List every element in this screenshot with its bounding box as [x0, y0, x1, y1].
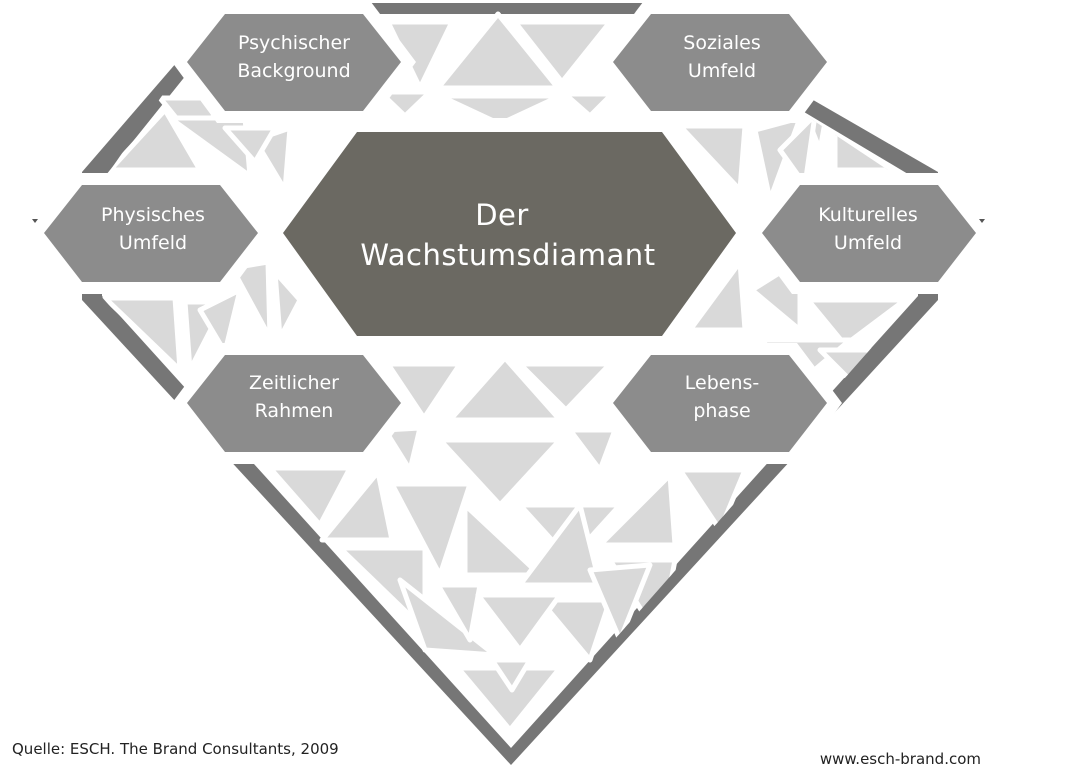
facet-triangle: [517, 502, 603, 588]
center-title-line1: Der: [475, 198, 529, 232]
facet-triangle: [102, 295, 183, 373]
facet-triangle: [267, 465, 353, 528]
facet-triangle: [462, 502, 543, 578]
website-url: www.esch-brand.com: [819, 750, 981, 768]
facet-triangle: [489, 657, 533, 693]
facet-triangle: [337, 545, 428, 633]
factor-kulturelles-umfeld: Kulturelles Umfeld: [762, 185, 976, 282]
facet-triangle: [677, 467, 748, 533]
facet-triangle: [447, 355, 563, 423]
facet-triangle: [435, 582, 483, 643]
factor-physisches-umfeld: Physisches Umfeld: [44, 185, 258, 282]
factor-label-line2: phase: [693, 400, 750, 422]
facet-triangle: [107, 107, 203, 173]
facet-triangle: [805, 297, 908, 348]
facet-triangle: [517, 361, 613, 413]
factor-label-line2: Rahmen: [255, 400, 334, 422]
facet-triangle: [587, 562, 653, 643]
facet-triangle: [537, 597, 613, 663]
facet-triangle: [777, 112, 818, 188]
facet-triangle: [677, 123, 748, 193]
factor-lebensphase: Lebens- phase: [613, 355, 827, 452]
factor-soziales-umfeld: Soziales Umfeld: [613, 14, 827, 111]
facet-triangle: [222, 125, 278, 165]
facet-triangle: [389, 481, 473, 578]
center-title-line2: Wachstumsdiamant: [360, 238, 655, 272]
facet-triangle: [567, 427, 618, 473]
facet-triangle: [382, 425, 423, 473]
facet-triangle: [437, 93, 563, 127]
right-arrow-icon: [979, 219, 985, 223]
facet-triangle: [687, 259, 748, 333]
left-arrow-icon: [32, 219, 38, 223]
factor-label-line1: Zeitlicher: [249, 372, 339, 394]
facet-triangle: [437, 437, 563, 508]
facet-triangle: [319, 469, 395, 543]
factor-label-line1: Lebens-: [685, 372, 760, 394]
factor-psychischer-background: Psychischer Background: [187, 14, 401, 111]
factor-label-line2: Umfeld: [834, 232, 902, 254]
source-note: Quelle: ESCH. The Brand Consultants, 200…: [12, 740, 339, 758]
facet-triangle: [512, 19, 613, 85]
facet-triangle: [197, 287, 243, 355]
facet-triangle: [377, 89, 433, 119]
facet-triangle: [597, 472, 678, 548]
factor-label-line1: Soziales: [683, 32, 760, 54]
factor-zeitlicher-rahmen: Zeitlicher Rahmen: [187, 355, 401, 452]
center-hexagon: Der Wachstumsdiamant: [283, 132, 736, 336]
facet-triangle: [435, 11, 561, 91]
facet-triangle: [562, 91, 615, 119]
factor-label-line1: Psychischer: [238, 32, 350, 54]
factor-label-line1: Physisches: [101, 204, 205, 226]
factor-label-line2: Umfeld: [688, 60, 756, 82]
facet-triangle: [475, 592, 563, 653]
factor-label-line2: Background: [237, 60, 350, 82]
diamond-facets: [102, 11, 908, 733]
factor-label-line1: Kulturelles: [818, 204, 918, 226]
factor-label-line2: Umfeld: [119, 232, 187, 254]
facet-triangle: [229, 259, 273, 341]
facet-triangle: [272, 269, 303, 341]
